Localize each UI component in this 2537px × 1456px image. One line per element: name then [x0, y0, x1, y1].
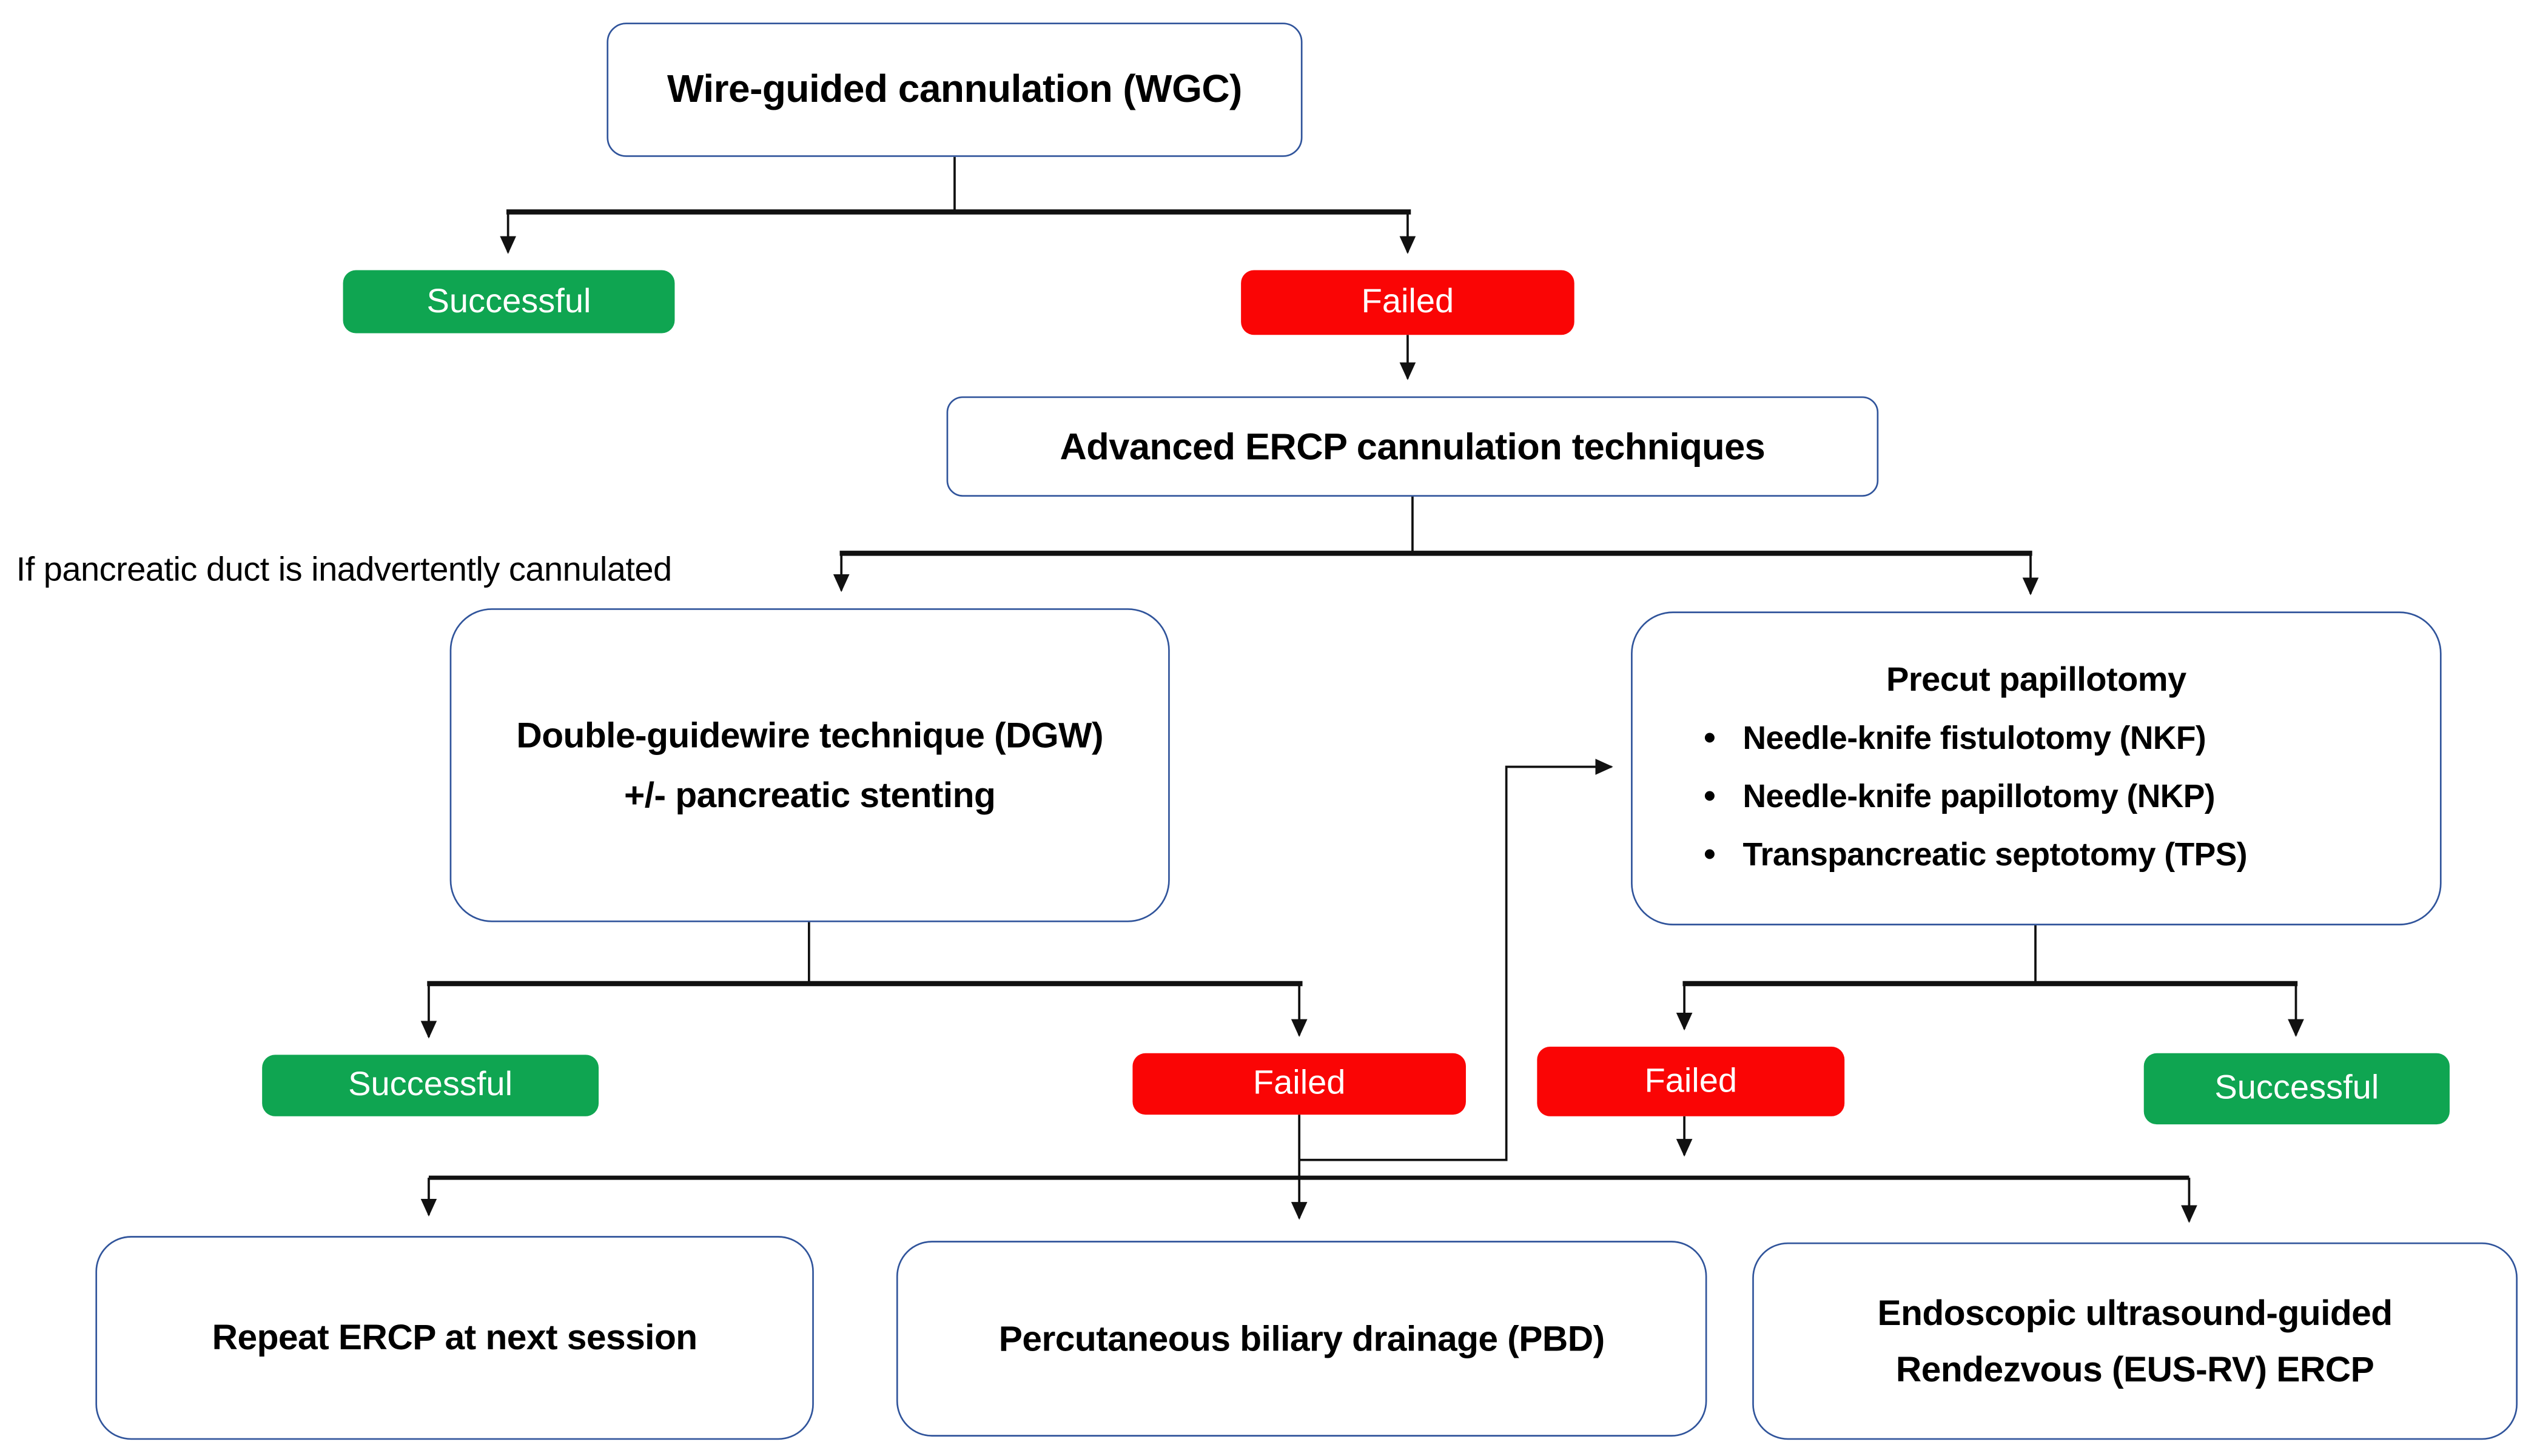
wgc-successful-label: Successful — [426, 282, 591, 320]
dgw-successful-badge: Successful — [262, 1055, 599, 1116]
precut-bullet-tps: Transpancreatic septotomy (TPS) — [1742, 837, 2248, 874]
dgw-label-line2: +/- pancreatic stenting — [624, 774, 996, 815]
precut-bullet-nkp: Needle-knife papillotomy (NKP) — [1742, 779, 2216, 816]
wgc-failed-badge: Failed — [1241, 270, 1574, 335]
repeat-ercp-label: Repeat ERCP at next session — [212, 1317, 698, 1358]
precut-bullet-item: Needle-knife fistulotomy (NKF) — [1672, 718, 2427, 760]
wgc-failed-label: Failed — [1361, 283, 1454, 321]
precut-successful-label: Successful — [2214, 1069, 2379, 1107]
precut-failed-badge: Failed — [1537, 1047, 1845, 1116]
precut-bullet-nkf: Needle-knife fistulotomy (NKF) — [1742, 721, 2206, 757]
eus-rv-node: Endoscopic ultrasound-guided Rendezvous … — [1752, 1242, 2518, 1440]
wgc-node: Wire-guided cannulation (WGC) — [607, 22, 1303, 157]
dgw-failed-badge: Failed — [1132, 1053, 1466, 1115]
precut-papillotomy-node: Precut papillotomy Needle-knife fistulot… — [1631, 611, 2442, 925]
pancreatic-duct-annotation: If pancreatic duct is inadvertently cann… — [16, 551, 673, 589]
advanced-techniques-node: Advanced ERCP cannulation techniques — [946, 396, 1879, 497]
pbd-node: Percutaneous biliary drainage (PBD) — [896, 1241, 1707, 1437]
bullet-icon — [1704, 835, 1715, 877]
dgw-node: Double-guidewire technique (DGW) +/- pan… — [449, 608, 1170, 922]
repeat-ercp-node: Repeat ERCP at next session — [95, 1236, 814, 1440]
pbd-label: Percutaneous biliary drainage (PBD) — [998, 1317, 1605, 1358]
eus-rv-label-line1: Endoscopic ultrasound-guided — [1877, 1292, 2393, 1332]
wgc-successful-badge: Successful — [343, 270, 675, 334]
dgw-label-line1: Double-guidewire technique (DGW) — [516, 714, 1103, 755]
precut-successful-badge: Successful — [2143, 1053, 2450, 1125]
bullet-icon — [1704, 777, 1715, 819]
precut-title: Precut papillotomy — [1886, 662, 2186, 699]
dgw-failed-label: Failed — [1252, 1064, 1346, 1102]
dgw-successful-label: Successful — [348, 1066, 513, 1104]
wgc-label: Wire-guided cannulation (WGC) — [667, 67, 1242, 111]
precut-failed-label: Failed — [1644, 1062, 1738, 1099]
precut-bullet-item: Transpancreatic septotomy (TPS) — [1672, 835, 2427, 877]
eus-rv-label-line2: Rendezvous (EUS-RV) ERCP — [1895, 1348, 2374, 1389]
bullet-icon — [1704, 718, 1715, 760]
advanced-techniques-label: Advanced ERCP cannulation techniques — [1060, 424, 1766, 467]
precut-bullet-item: Needle-knife papillotomy (NKP) — [1672, 777, 2427, 819]
